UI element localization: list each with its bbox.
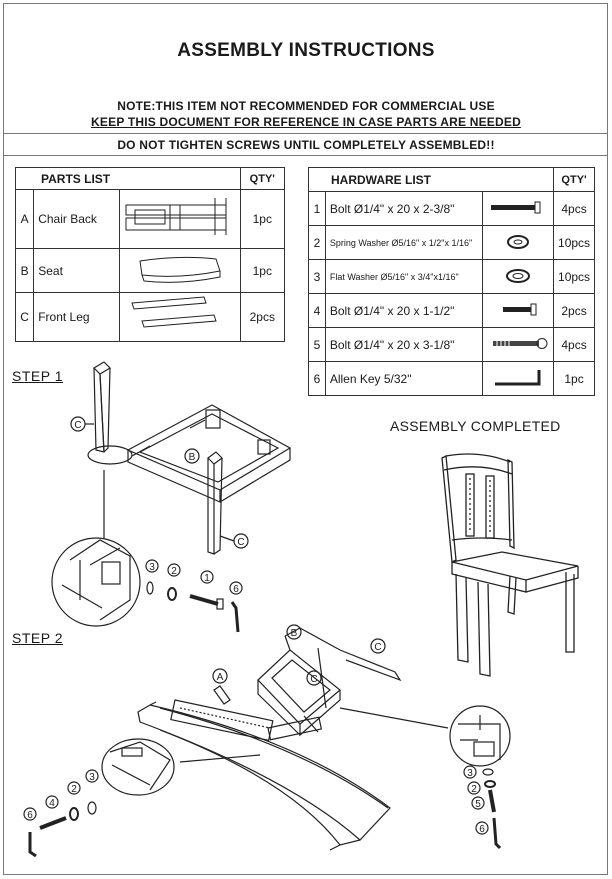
step1-magnifier: [51, 537, 141, 627]
step1-front-leg-left: [87, 361, 133, 465]
bolt-icon: [503, 303, 537, 316]
part-letter: B: [14, 248, 35, 293]
hardware-qty: 10pcs: [553, 259, 595, 294]
callout-2-step1: 2: [171, 566, 177, 577]
step2-magnifier-right: [449, 705, 511, 767]
table-row: 6 Allen Key 5/32" 1pc: [308, 361, 595, 396]
table-row: 1 Bolt Ø1/4" x 20 x 2-3/8" 4pcs: [308, 191, 595, 226]
divider-bottom: [3, 155, 608, 156]
hardware-name: Bolt Ø1/4" x 20 x 2-3/8": [324, 191, 484, 226]
table-row: C Front Leg 2pcs: [14, 292, 286, 342]
keep-document-text: KEEP THIS DOCUMENT FOR REFERENCE IN CASE…: [91, 115, 521, 129]
callout-2-step2-right: 2: [471, 784, 477, 795]
seat-drawing: [139, 256, 221, 283]
callout-b-step1: B: [189, 452, 196, 463]
keep-document-note: KEEP THIS DOCUMENT FOR REFERENCE IN CASE…: [0, 115, 612, 129]
callout-4-step2: 4: [49, 798, 55, 809]
part-qty: 1pc: [239, 189, 286, 249]
callout-3-step1: 3: [149, 562, 155, 573]
part-image-seat: [118, 248, 241, 293]
step2-seat: [257, 627, 402, 741]
parts-list-table: PARTS LIST QTY' A Chair Back 1pc B Seat: [14, 167, 286, 342]
step2-hardware-left: [28, 801, 97, 858]
hardware-image-bolt-threaded: [482, 327, 555, 362]
hardware-name: Flat Washer Ø5/16" x 3/4"x1/16": [324, 259, 484, 294]
callout-1-step1: 1: [204, 573, 210, 584]
hardware-qty: 2pcs: [553, 293, 595, 328]
hardware-qty-header: QTY': [553, 167, 595, 192]
assembly-completed-label: ASSEMBLY COMPLETED: [390, 418, 561, 434]
hardware-qty: 4pcs: [553, 191, 595, 226]
table-row: 3 Flat Washer Ø5/16" x 3/4"x1/16" 10pcs: [308, 259, 595, 294]
callout-c-step2-center: C: [310, 674, 317, 685]
hardware-qty: 1pc: [553, 361, 595, 396]
page-border: [3, 3, 608, 875]
step1-front-leg-right: [207, 451, 223, 555]
step-1-label: STEP 1: [12, 368, 63, 384]
part-qty: 1pc: [239, 248, 286, 293]
chair-back-drawing: [125, 198, 227, 235]
divider-top: [3, 133, 608, 134]
callout-6-step2-left: 6: [27, 810, 33, 821]
bolt-icon: [491, 201, 541, 214]
commercial-use-note: NOTE:THIS ITEM NOT RECOMMENDED FOR COMME…: [117, 99, 495, 113]
spring-washer-icon: [507, 235, 530, 249]
page-title: ASSEMBLY INSTRUCTIONS: [177, 40, 435, 61]
step-2-label: STEP 2: [12, 630, 63, 646]
callout-3-step2-right: 3: [467, 768, 473, 779]
callout-6-step2-right: 6: [479, 824, 485, 835]
part-name: Chair Back: [33, 189, 120, 249]
hardware-name: Spring Washer Ø5/16" x 1/2"x 1/16": [324, 225, 484, 260]
parts-list-header: PARTS LIST: [15, 167, 241, 190]
tighten-warning: DO NOT TIGHTEN SCREWS UNTIL COMPLETELY A…: [117, 138, 495, 152]
callout-c-step2-right: C: [374, 642, 381, 653]
table-row: A Chair Back 1pc: [14, 189, 286, 249]
callout-b-step2: B: [291, 628, 298, 639]
part-qty: 2pcs: [239, 292, 286, 342]
callout-6-step1: 6: [233, 584, 239, 595]
parts-qty-header: QTY': [239, 167, 286, 190]
part-image-chair-back: [118, 189, 241, 249]
callout-3-step2-left: 3: [89, 772, 95, 783]
step2-chair-back: [137, 685, 391, 851]
hardware-qty: 4pcs: [553, 327, 595, 362]
callout-c-step1-left: C: [74, 420, 81, 431]
step2-hardware-right: [482, 768, 502, 850]
hardware-qty: 10pcs: [553, 225, 595, 260]
part-name: Front Leg: [33, 292, 120, 342]
completed-chair: [441, 453, 579, 677]
callout-c-step1-right: C: [237, 537, 244, 548]
step2-magnifier-left: [101, 738, 175, 796]
step1-seat-frame: [126, 404, 292, 503]
flat-washer-icon: [506, 269, 531, 283]
part-image-front-leg: [118, 292, 241, 342]
callout-2-step2-left: 2: [71, 784, 77, 795]
table-row: 2 Spring Washer Ø5/16" x 1/2"x 1/16" 10p…: [308, 225, 595, 260]
allen-key-icon: [495, 370, 541, 386]
callout-a-step2: A: [217, 672, 224, 683]
front-leg-drawing: [130, 296, 217, 328]
hardware-name: Allen Key 5/32": [324, 361, 484, 396]
callout-5-step2: 5: [475, 799, 481, 810]
hardware-list-table: HARDWARE LIST QTY' 1 Bolt Ø1/4" x 20 x 2…: [307, 167, 595, 396]
hardware-image-allen-key: [482, 361, 555, 396]
bolt-icon: [493, 338, 548, 349]
table-row: 5 Bolt Ø1/4" x 20 x 3-1/8" 4pcs: [308, 327, 595, 362]
part-letter: C: [14, 292, 35, 342]
step1-hardware: [146, 581, 240, 633]
hardware-image-spring-washer: [482, 225, 555, 260]
